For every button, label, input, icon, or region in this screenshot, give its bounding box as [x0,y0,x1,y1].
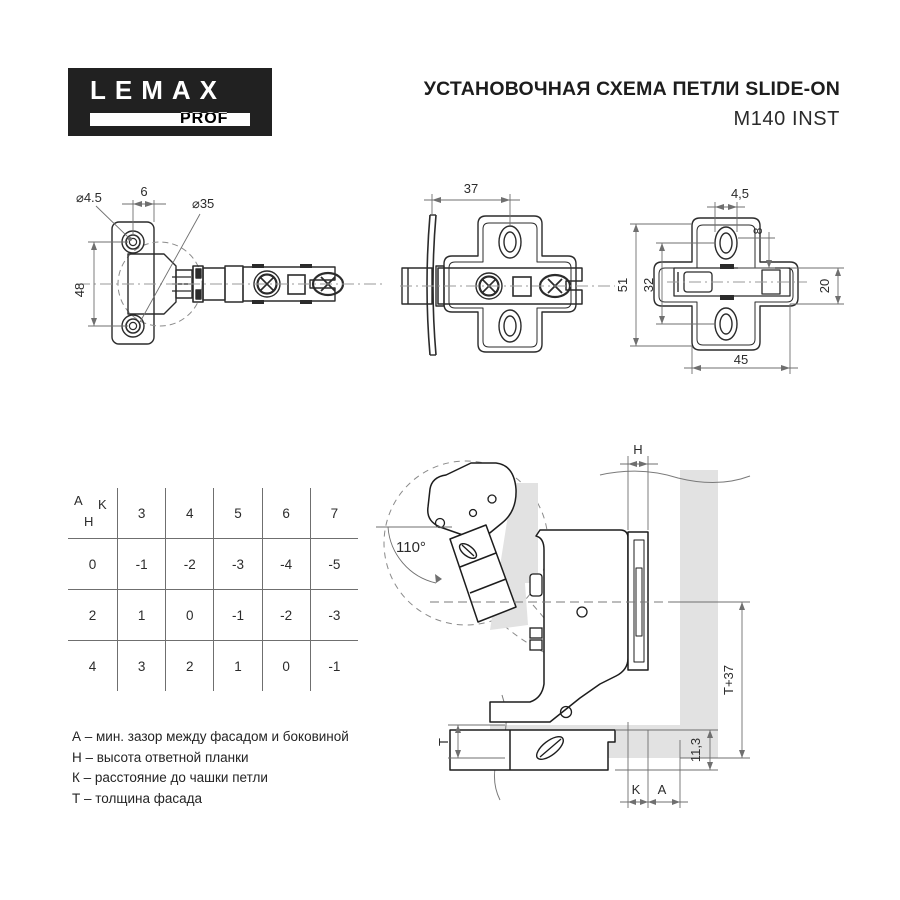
dim-angle-110: 110° [396,539,426,556]
table-cell: -1 [213,589,263,641]
drawing-mounting-plate: 51 32 45 4,5 8 20 [612,176,862,388]
dim-gap-A: A [658,782,667,797]
brand-logo: LEMAX PROF [68,68,272,136]
corner-label-a: A [74,493,83,508]
table-cell: -2 [262,589,311,641]
table-cell: -1 [328,658,341,674]
table-cell: 1 [117,589,167,641]
table-row-header-1: 2 [68,589,119,641]
table-row: 0-1-2-3-4-5 [68,538,358,590]
logo-wordmark: LEMAX [90,75,226,105]
table-cell: -3 [213,538,263,590]
dim-plate-w45: 45 [734,352,748,367]
table-col-header-2: 5 [213,488,263,539]
dim-hole-spacing-32: 32 [641,278,656,292]
corner-label-k: K [98,497,107,512]
table-cell: -2 [165,538,215,590]
legend-item-3: Т – толщина фасада [72,790,202,806]
dim-hole-dia: ⌀4.5 [76,190,102,205]
page-subtitle: M140 INST [733,108,840,130]
drawing-top-view: 37 [400,180,620,380]
logo-sub-wordmark: PROF [180,110,229,127]
dim-height-48: 48 [72,283,87,297]
drawing-assembly: H T+37 11,3 K A T [430,440,890,820]
table-cell: -5 [310,538,358,590]
dim-plate-w20: 20 [817,279,832,293]
table-cell: 1 [213,640,263,691]
table-cell: -4 [262,538,311,590]
dim-offset-6: 6 [140,184,147,199]
table-cell: -3 [310,589,358,641]
legend-item-2: К – расстояние до чашки петли [72,770,268,785]
table-col-header-1: 4 [165,488,215,539]
table-col-header-3: 6 [262,488,311,539]
dim-thickness-T: T [436,738,451,746]
dim-cup-depth: 11,3 [688,738,703,762]
drawing-side-view: 48 6 ⌀4.5 ⌀35 [60,180,390,380]
table-cell: 2 [165,640,215,691]
page-title: УСТАНОВОЧНАЯ СХЕМА ПЕТЛИ SLIDE-ON [423,78,840,100]
dim-cup-distance-K: K [632,782,641,797]
legend-item-1: Н – высота ответной планки [72,749,249,765]
dim-slot-45: 4,5 [731,186,749,201]
legend-list: А – мин. зазор между фасадом и боковиной… [72,727,349,809]
table-row-header-2: 4 [68,640,119,691]
dim-plate-height-H: H [633,442,642,457]
dim-edge-8: 8 [751,227,765,234]
dim-length-37: 37 [464,181,478,196]
dim-plate-h51: 51 [615,278,630,292]
logo-bar [90,113,250,126]
table-cell: 0 [165,589,215,641]
legend-item-0: А – мин. зазор между фасадом и боковиной [72,729,349,744]
detail-110-degree: 110° [368,455,608,667]
table-cell: -1 [117,538,167,590]
table-cell: 3 [117,640,167,691]
corner-label-h: H [84,514,94,529]
dim-cup-dia: ⌀35 [192,196,214,211]
table-cell: 0 [262,640,311,691]
table-col-header-0: 3 [117,488,167,539]
dim-total-T37: T+37 [721,665,736,695]
table-row-header-0: 0 [68,538,119,590]
table-col-header-4: 7 [310,488,358,539]
